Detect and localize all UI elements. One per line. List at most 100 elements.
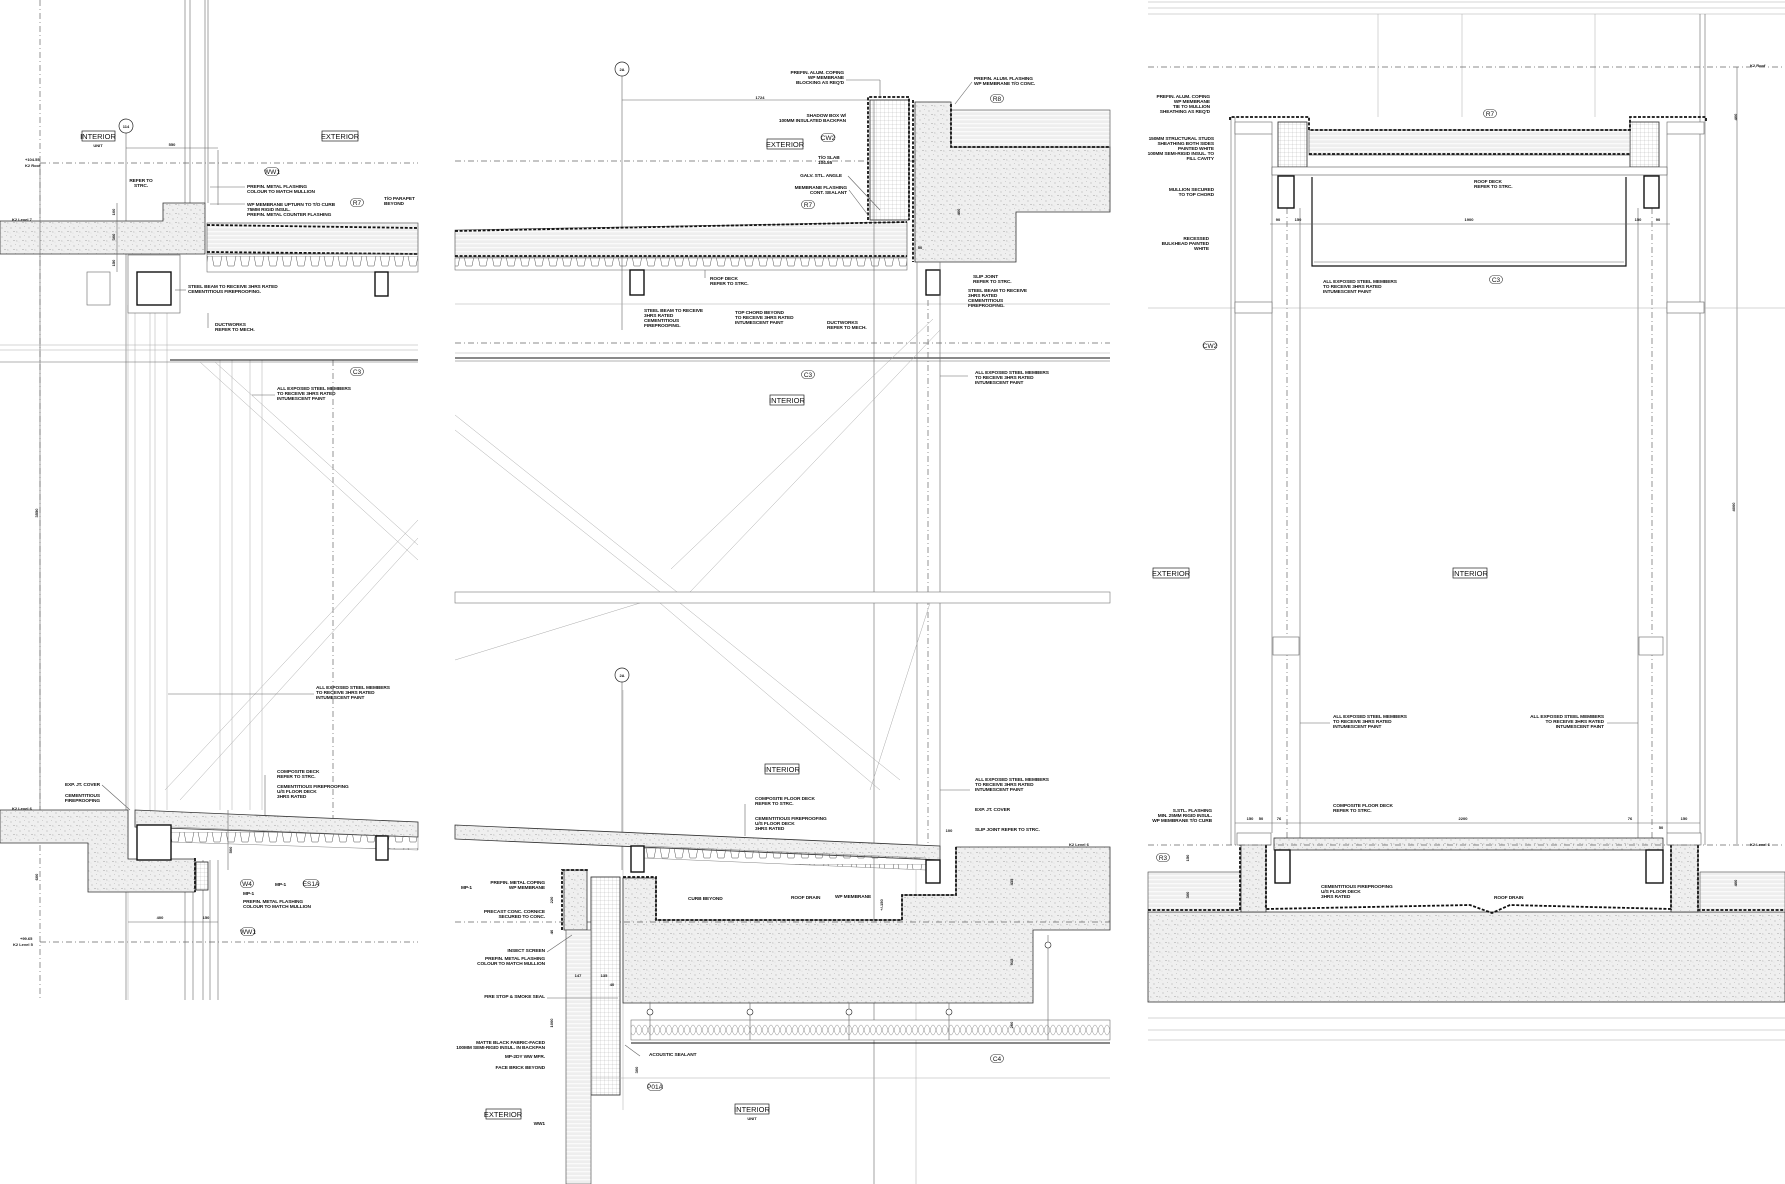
note-text: ALL EXPOSED STEEL MEMBERS [1333, 714, 1408, 720]
note-text: ALL EXPOSED STEEL MEMBERS [1530, 714, 1605, 720]
coping-membrane [1229, 116, 1707, 131]
note-text: WP MEMBRANE T/O CONC. [974, 81, 1035, 87]
keynote-tag: WW1 [264, 169, 280, 176]
keynote-tag: WW1 [534, 1121, 546, 1127]
note-text: BULKHEAD PAINTED [1162, 241, 1210, 247]
note-text: DUCTWORKS [215, 322, 247, 328]
note-text: PREFIN. METAL FLASHING [485, 956, 545, 962]
dimension-text: 76 [1277, 816, 1282, 821]
grid-and-frame-lines [1148, 1, 1785, 845]
composite-floor-deck [1273, 837, 1664, 851]
steel-beam [925, 269, 941, 296]
keynote-tag-outline [1483, 109, 1497, 118]
note-text: ROOF DRAIN [1494, 895, 1524, 901]
dimension-text: 40 [549, 929, 554, 934]
dimension-text: 90 [1276, 217, 1281, 222]
note-text: WP MEMBRANE T/O CURB [1152, 818, 1212, 824]
note-text: U/S FLOOR DECK [755, 821, 795, 827]
dimension-text: 147 [575, 973, 582, 978]
note-text: WP MEMBRANE [509, 885, 546, 891]
note-text: FIREPROOFING. [644, 323, 681, 329]
membrane [206, 224, 419, 229]
note-text: 100MM SEMI-RIGID INSUL. TO [1148, 151, 1215, 157]
dimension-text: 76 [1628, 816, 1633, 821]
note-text: 104.55 [818, 160, 833, 166]
note-text: COMPOSITE FLOOR DECK [755, 796, 815, 802]
note-text: FIREPROOFING. [968, 303, 1005, 309]
keynote-tag-outline [801, 370, 815, 379]
exterior-tag-box [766, 138, 804, 150]
steel-beam [1645, 849, 1664, 884]
ceiling-lines [0, 344, 418, 363]
keynote-tag-outline [1156, 853, 1170, 862]
interior-tag: INTERIOR [1452, 569, 1488, 578]
note-text: COLOUR TO MATCH MULLION [247, 189, 316, 195]
keynote-tag: CW2 [1203, 343, 1218, 350]
level-name: K2 Level 5 [13, 942, 34, 947]
dimension-text: 220 [549, 896, 554, 903]
curtain-wall-mullions [127, 0, 263, 1000]
note-text: INTUMESCENT PAINT [1333, 724, 1381, 730]
note-text: REFER TO [129, 178, 153, 184]
steel-beam [925, 859, 941, 884]
dimension-text: +/-150 [879, 898, 884, 910]
keynote-tag: R8 [993, 96, 1002, 103]
steel-beam [1274, 849, 1291, 884]
dimension-text: 600 [34, 873, 39, 880]
roof-slab-concrete [0, 202, 206, 255]
interior-tag: INTERIOR [769, 396, 805, 405]
dimension-text: 150 [1635, 217, 1642, 222]
keynote-tag: ES1A [303, 881, 320, 888]
coping-membrane [561, 869, 589, 930]
keynote-tag-outline [820, 133, 836, 142]
exterior-tag-box [1152, 567, 1190, 579]
exterior-tag: EXTERIOR [766, 140, 805, 149]
steel-beam [629, 269, 645, 296]
note-text: REFER TO STRC. [1333, 808, 1372, 814]
keynote-tag: P01A [647, 1084, 664, 1091]
dimension-text: 50 [918, 245, 923, 250]
note-text: TO RECEIVE 3HRS RATED [975, 782, 1034, 788]
note-text: BEYOND [384, 201, 405, 207]
note-text: SLIP JOINT REFER TO STRC. [975, 827, 1040, 833]
note-text: TO TOP CHORD [1179, 192, 1215, 198]
dimension-text: 100 [946, 828, 953, 833]
note-text: BLOCKING AS REQ'D [796, 80, 845, 86]
note-text: FILL CAVITY [1186, 156, 1214, 162]
note-text: PRECAST CONC. CORNICE [484, 909, 546, 915]
dimension-text: 150 [111, 259, 116, 266]
level-elevation: +99.65 [20, 936, 33, 941]
note-text: COMPOSITE DECK [277, 769, 320, 775]
structural-stud-wall [1629, 121, 1660, 168]
diagonal-bracing [454, 318, 941, 791]
note-text: TO RECEIVE 3HRS RATED [316, 690, 375, 696]
beam-beyond [86, 271, 111, 306]
recessed-bulkhead [1311, 177, 1627, 267]
note-text: COLOUR TO MATCH MULLION [477, 961, 546, 967]
note-text: 3HRS RATED [755, 826, 785, 832]
note-text: FIREPROOFING [65, 798, 101, 804]
exterior-tag-box [485, 1108, 522, 1120]
note-text: STEEL BEAM TO RECEIVE 3HRS RATED [188, 284, 278, 290]
note-text: CEMENTITIOUS FIREPROOFING [277, 784, 349, 790]
keynote-tag-outline [1202, 341, 1218, 350]
dimension-text: 435 [1009, 878, 1014, 885]
dimension-text: 1900 [1465, 217, 1475, 222]
note-text: REFER TO STRC. [973, 279, 1012, 285]
note-text: 75MM RIGID INSUL. [247, 207, 290, 213]
dimension-text: 150 [1295, 217, 1302, 222]
keynote-tag: C3 [353, 369, 362, 376]
left-section-panel [0, 0, 419, 1000]
note-text: INTUMESCENT PAINT [1323, 289, 1371, 295]
dimension-text: 550 [169, 142, 176, 147]
note-text: MP-1 [243, 891, 254, 897]
interior-tag-box [764, 763, 800, 775]
note-text: PREFIN. ALUM. FLASHING [974, 76, 1033, 82]
note-text: PREFIN. ALUM. COPING [790, 70, 844, 76]
beam-beyond [1272, 636, 1300, 656]
note-text: DUCTWORKS [827, 320, 859, 326]
roof-insulation [1308, 129, 1631, 156]
note-text: TO RECEIVE 3HRS RATED [277, 391, 336, 397]
membrane [454, 221, 908, 232]
